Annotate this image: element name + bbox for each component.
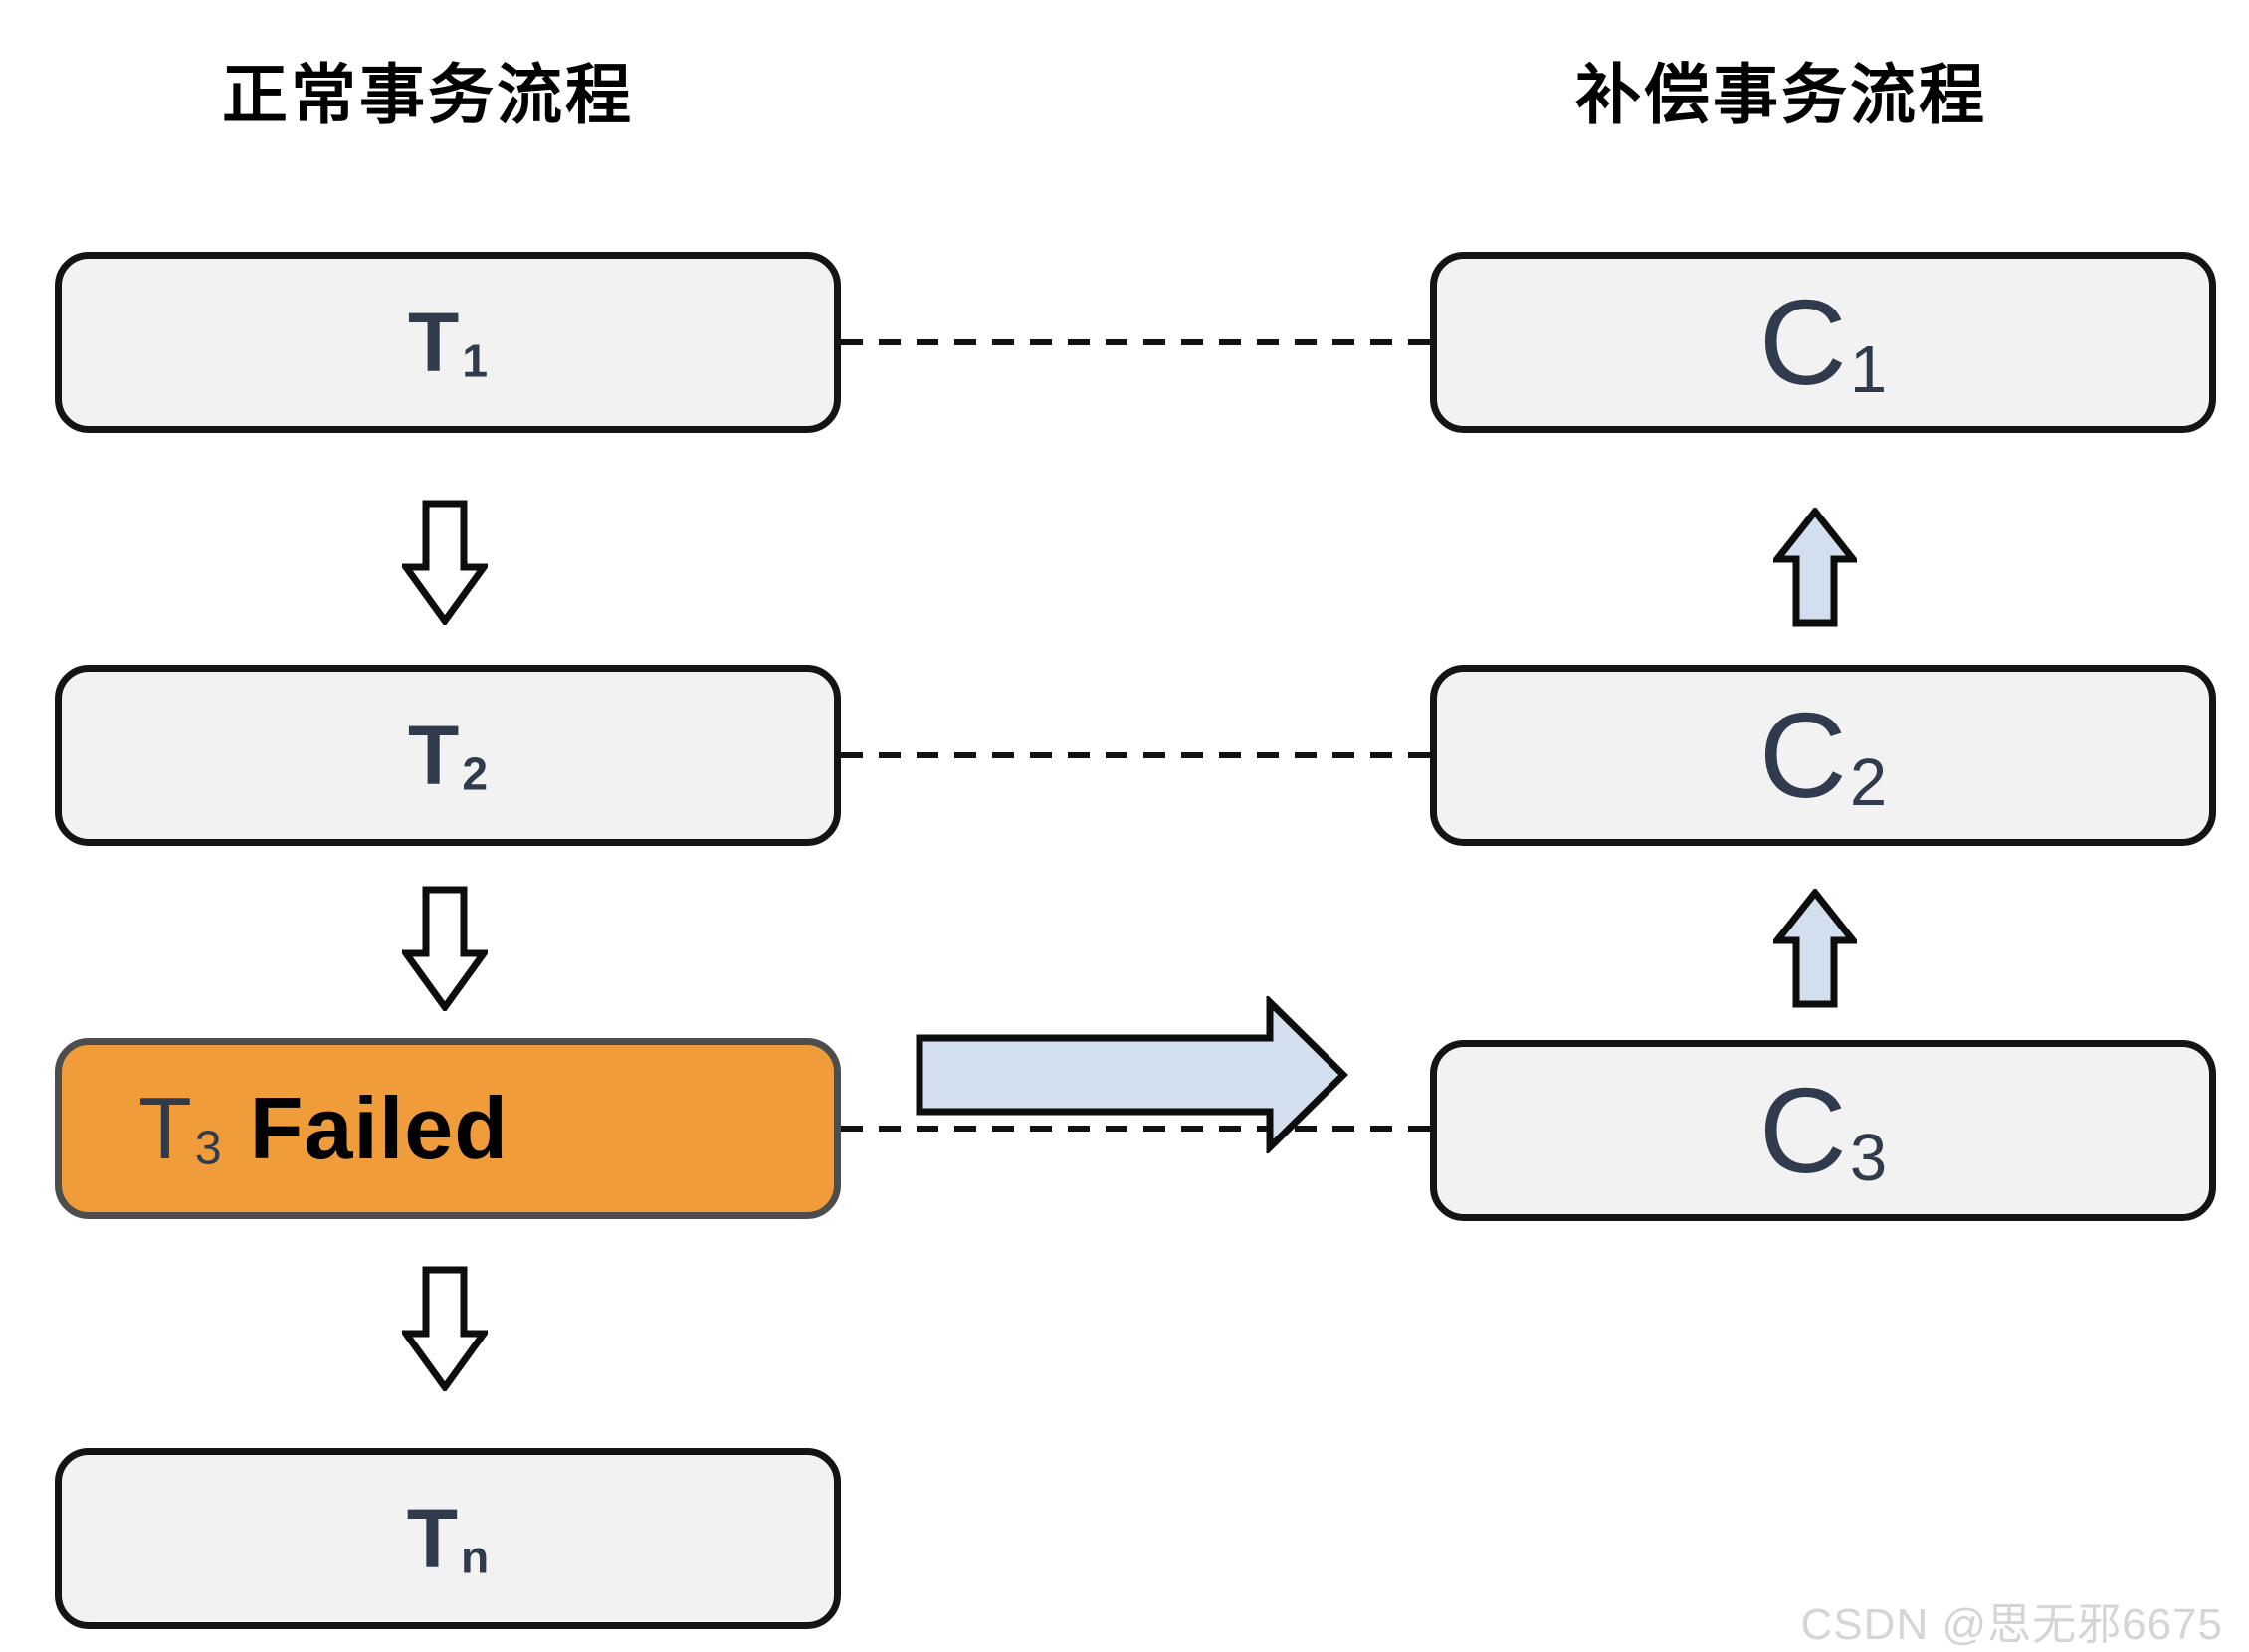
- node-c2-subscript: 2: [1849, 744, 1888, 820]
- node-c1-label: C: [1758, 275, 1847, 410]
- left-flow-title: 正常事务流程: [222, 58, 634, 131]
- dashed-link-t1-c1: [841, 339, 1430, 345]
- dashed-link-t3-c3: [841, 1126, 1430, 1132]
- right-flow-title: 补偿事务流程: [1575, 58, 1987, 131]
- node-t3-subscript: 3: [194, 1121, 222, 1175]
- failure-redirect-arrow-icon: [916, 996, 1348, 1153]
- down-arrow-icon-t3-tn: [402, 1266, 488, 1391]
- down-arrow-icon-t2-t3: [402, 886, 488, 1011]
- up-arrow-icon-c2-c1: [1773, 508, 1857, 627]
- node-c2-label: C: [1758, 688, 1847, 823]
- node-tn-subscript: n: [461, 1531, 490, 1583]
- node-t1-subscript: 1: [462, 334, 488, 387]
- node-c1-subscript: 1: [1849, 331, 1888, 407]
- node-t2-label: T: [408, 708, 460, 802]
- node-c3-subscript: 3: [1849, 1120, 1888, 1195]
- dashed-link-t2-c2: [841, 752, 1430, 758]
- bottom-watermark-strip: CSDN @思无邪6675CSDN @思无邪6675CSDN @思无邪6675C…: [70, 1640, 2249, 1652]
- watermark: CSDN @思无邪6675: [1800, 1600, 2223, 1649]
- node-c3-label: C: [1758, 1063, 1847, 1198]
- node-t1-label: T: [408, 295, 460, 389]
- node-tn-label: T: [406, 1491, 459, 1585]
- failed-status-label: Failed: [249, 1079, 509, 1177]
- node-t2-subscript: 2: [462, 747, 488, 800]
- down-arrow-icon-t1-t2: [402, 500, 488, 625]
- node-t3-label: T: [138, 1079, 192, 1177]
- up-arrow-icon-c3-c2: [1773, 889, 1857, 1008]
